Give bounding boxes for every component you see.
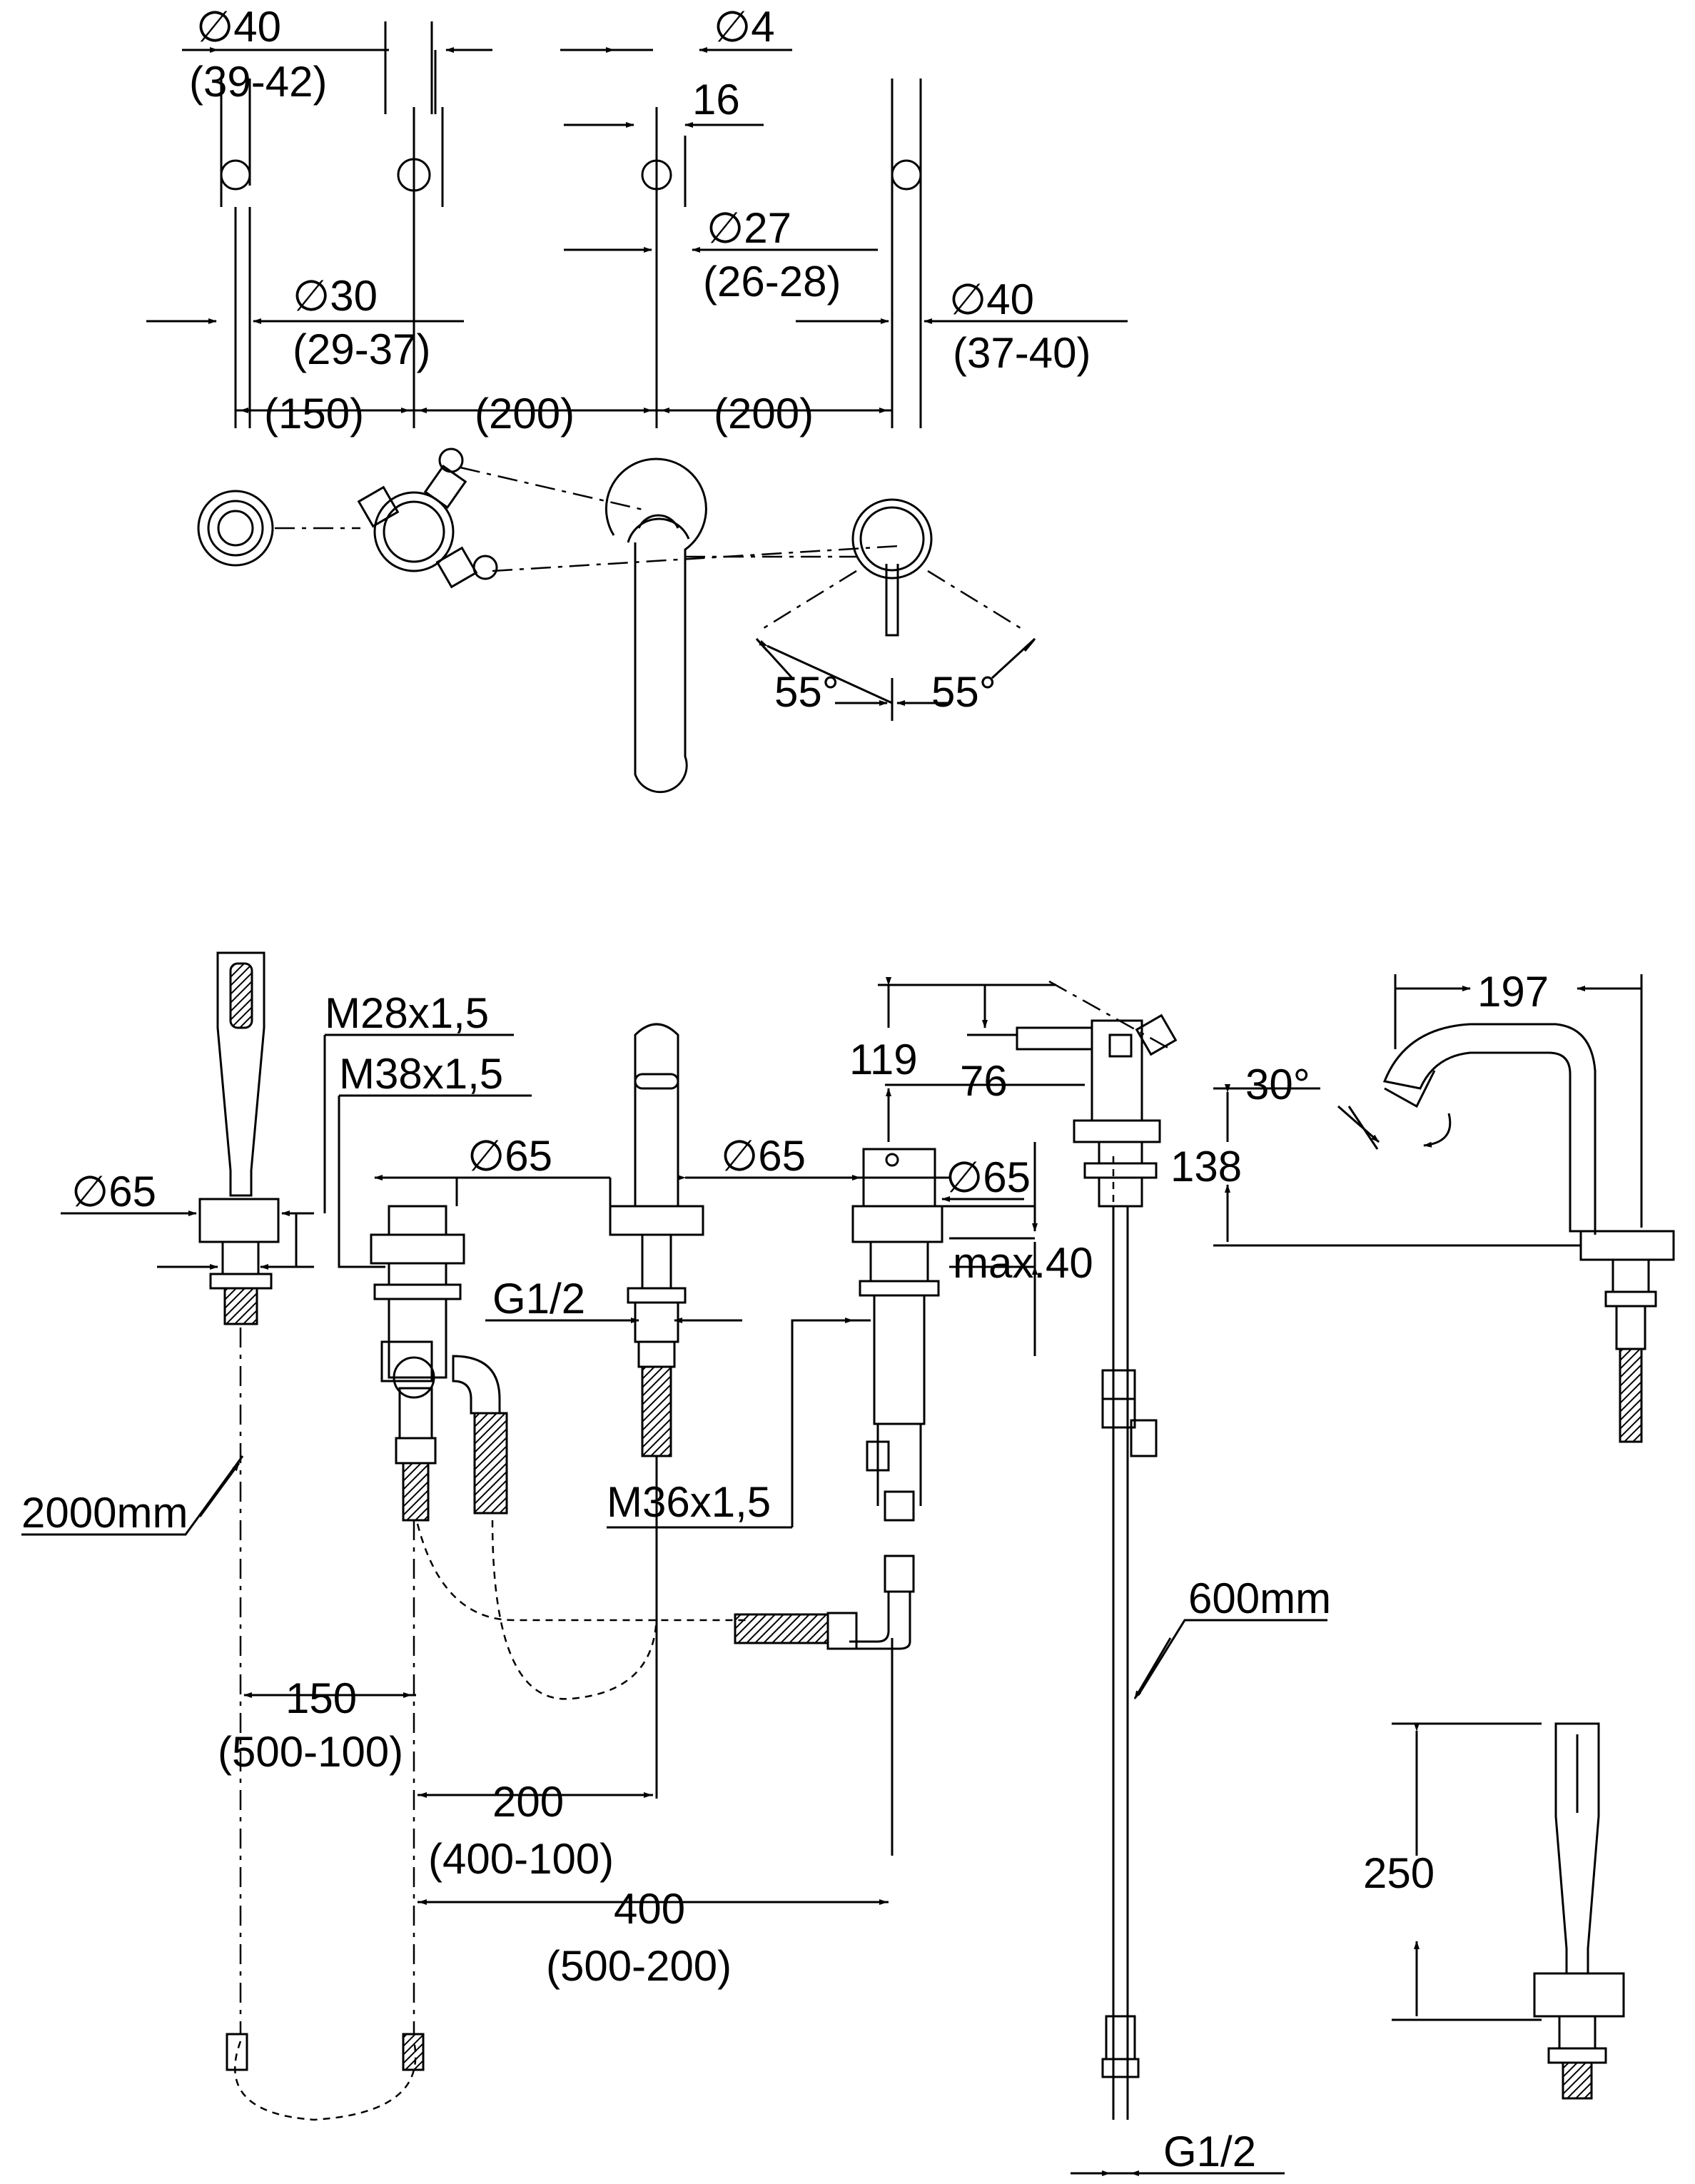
angle-55-left: 55° <box>774 668 839 716</box>
thread-g12-hose: G1/2 <box>1163 2128 1256 2175</box>
dim-d65-mixer: ∅65 <box>946 1153 1031 1201</box>
diverter <box>370 1205 749 2034</box>
elevation-text: M28x1,5 M38x1,5 ∅65 ∅65 ∅65 ∅65 G1/2 M36… <box>21 968 1549 2175</box>
elevation-dimension-lines <box>21 974 1643 2176</box>
tub-spout <box>1382 1023 1675 1443</box>
dim-range-26-28: (26-28) <box>703 258 841 305</box>
dim-d65-shower: ∅65 <box>71 1168 156 1215</box>
dim-150-bottom: 150 <box>285 1674 357 1722</box>
dim-range-39-42: (39-42) <box>189 58 327 106</box>
dim-range-37-40: (37-40) <box>953 329 1091 377</box>
dim-150-plan: (150) <box>264 390 364 438</box>
dim-range-500-100: (500-100) <box>218 1728 403 1776</box>
dim-d65-spout: ∅65 <box>721 1132 806 1180</box>
spout <box>609 1023 704 1799</box>
angle-55-right: 55° <box>931 668 996 716</box>
dim-d27: ∅27 <box>707 204 791 252</box>
dim-197: 197 <box>1477 968 1549 1016</box>
dim-range-500-200: (500-200) <box>546 1942 732 1990</box>
dim-range-29-37: (29-37) <box>293 325 430 373</box>
dim-d65-diverter: ∅65 <box>467 1132 552 1180</box>
dim-200-bottom: 200 <box>492 1778 564 1826</box>
dim-119: 119 <box>849 1036 918 1083</box>
thread-m28: M28x1,5 <box>325 989 489 1037</box>
lever-side-view <box>1016 980 1178 2120</box>
dim-200-plan-b: (200) <box>714 390 814 438</box>
mixer-valve <box>734 1148 943 1856</box>
thread-m38: M38x1,5 <box>339 1050 503 1098</box>
dim-250: 250 <box>1363 1849 1435 1897</box>
hand-shower-inset <box>1533 1722 1625 2100</box>
hand-shower <box>198 951 280 2034</box>
dim-200-plan-a: (200) <box>475 390 575 438</box>
plan-view-hole-dimensions <box>146 21 1128 428</box>
dim-76: 76 <box>960 1057 1008 1105</box>
hose-600mm: 600mm <box>1188 1574 1331 1622</box>
dim-400-bottom: 400 <box>614 1885 685 1933</box>
dim-d40-left: ∅40 <box>196 3 281 51</box>
dim-d40-right: ∅40 <box>949 275 1034 323</box>
dim-138: 138 <box>1170 1143 1242 1190</box>
dim-d4: ∅4 <box>714 3 775 51</box>
plan-view-text: ∅40 (39-42) ∅4 16 ∅27 (26-28) ∅30 (29-37… <box>189 3 1091 438</box>
angle-30: 30° <box>1245 1061 1310 1108</box>
dim-max40: max.40 <box>953 1239 1093 1287</box>
dim-16: 16 <box>692 76 740 123</box>
dim-range-400-100: (400-100) <box>428 1835 614 1883</box>
hose-2000mm: 2000mm <box>21 1489 188 1537</box>
dim-d30: ∅30 <box>293 272 378 320</box>
thread-g12-spout: G1/2 <box>492 1275 585 1323</box>
plan-view-components: 55° 55° <box>197 448 1036 794</box>
thread-m36: M36x1,5 <box>607 1478 771 1526</box>
